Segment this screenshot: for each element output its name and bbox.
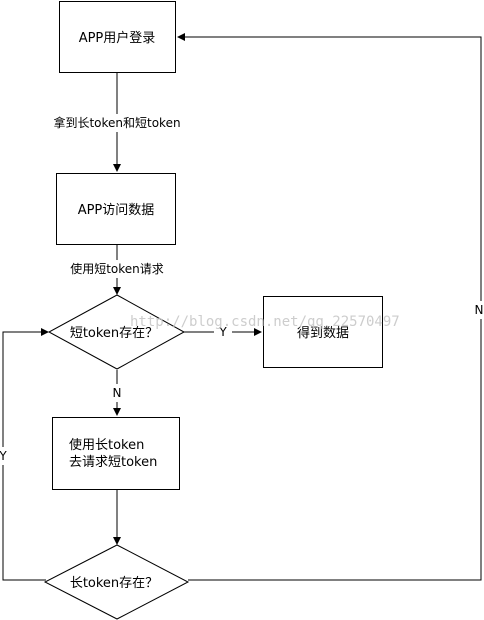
long-token-decision <box>43 544 190 620</box>
login-box <box>59 1 176 73</box>
arrow-long-check-yes-loop <box>2 328 49 581</box>
use-long-token-label-line2: 去请求短token <box>69 455 157 470</box>
access-label: APP访问数据 <box>78 203 155 218</box>
get-data-label: 得到数据 <box>297 325 349 341</box>
short-token-decision <box>47 294 186 370</box>
watermark: http://blog.csdn.net/qq_22570497 <box>130 314 400 330</box>
long-token-decision-label: 长token存在？ <box>70 576 158 591</box>
label-access-to-check: 使用短token请求 <box>70 261 164 276</box>
use-long-token-label-line1: 使用长token <box>69 437 144 453</box>
label-login-to-access: 拿到长token和短token <box>53 115 180 130</box>
label-short-no: N <box>113 386 122 400</box>
node-labels: APP用户登录 APP访问数据 短token存在？ 得到数据 使用长token … <box>69 30 349 591</box>
login-label: APP用户登录 <box>79 30 156 46</box>
shapes <box>43 1 383 620</box>
edge-label-backgrounds <box>0 114 484 465</box>
get-data-box <box>263 296 383 368</box>
short-token-decision-label: 短token存在？ <box>70 326 158 341</box>
label-long-yes: Y <box>0 449 7 463</box>
edge-labels: 拿到长token和短token 使用短token请求 Y N Y N <box>0 115 483 463</box>
label-short-yes: Y <box>218 325 227 339</box>
access-box <box>56 173 176 245</box>
label-long-no: N <box>475 303 484 317</box>
use-long-token-box <box>52 417 180 490</box>
